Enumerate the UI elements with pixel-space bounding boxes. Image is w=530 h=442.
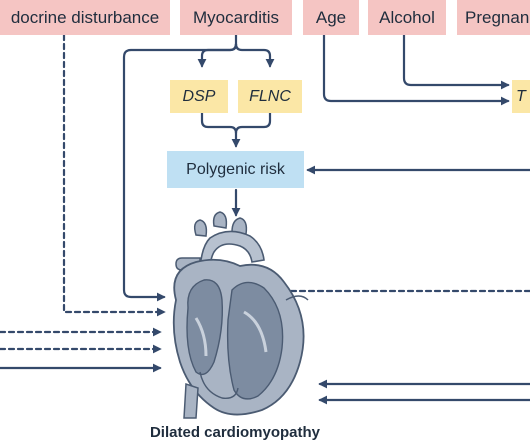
endocrine-disturbance-box: docrine disturbance	[0, 0, 170, 35]
arrow-flnc-join	[234, 111, 272, 135]
dsp-gene-box: DSP	[170, 80, 228, 113]
myocarditis-box: Myocarditis	[180, 0, 292, 35]
arrow-alcohol-to-right	[402, 33, 510, 90]
arrow-myocarditis-fork	[234, 33, 275, 68]
polygenic-risk-box: Polygenic risk	[167, 151, 304, 188]
partial-gene-box: T	[512, 80, 530, 113]
pregnancy-box: Pregnan	[457, 0, 530, 35]
flnc-gene-box: FLNC	[238, 80, 302, 113]
age-box: Age	[303, 0, 359, 35]
arrow-myocarditis-to-heart	[122, 42, 238, 302]
arrow-myocarditis-to-dsp	[197, 42, 238, 68]
arrow-endocrine-to-heart	[62, 33, 166, 317]
alcohol-box: Alcohol	[368, 0, 446, 35]
heart-icon	[172, 211, 309, 419]
diagram-caption: Dilated cardiomyopathy	[149, 424, 321, 441]
arrow-genes-to-polygenic	[200, 111, 241, 148]
arrow-age-to-right	[322, 33, 510, 106]
